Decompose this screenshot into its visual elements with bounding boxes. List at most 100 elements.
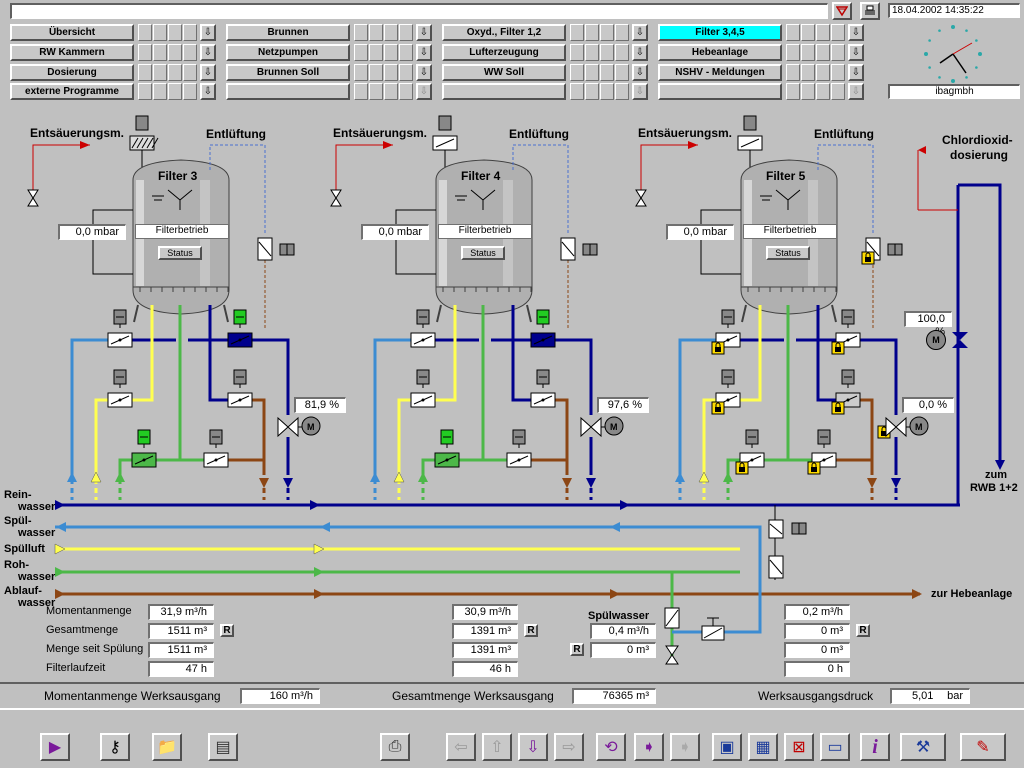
nav-left-icon[interactable]: ⇦ (446, 733, 476, 761)
nav-button-empty-2-3[interactable] (442, 83, 566, 100)
analog-clock-icon (924, 25, 982, 83)
nav-button-rw-kammern[interactable]: RW Kammern (10, 44, 134, 61)
nav-expand-arrow-icon[interactable]: ⇩ (200, 83, 216, 100)
computer-icon[interactable]: ▭ (820, 733, 850, 761)
nav-expand-arrow-icon[interactable]: ⇩ (848, 64, 864, 81)
filter3-reset-button[interactable]: R (220, 624, 234, 637)
nav-expand-arrow-icon[interactable]: ⇩ (848, 83, 864, 100)
filter3-measurement: 1511 m³ (148, 642, 214, 658)
nav-button-dosierung[interactable]: Dosierung (10, 64, 134, 81)
nav-right-icon[interactable]: ⇨ (554, 733, 584, 761)
nav-status-cell (570, 24, 584, 41)
werk-momentan-label: Momentanmenge Werksausgang (44, 689, 221, 703)
nav-expand-arrow-icon[interactable]: ⇩ (416, 64, 432, 81)
spuelwasser-reset-button[interactable]: R (570, 643, 584, 656)
nav-status-cell (615, 64, 629, 81)
clock-tick (928, 66, 931, 69)
nav-status-cell (585, 24, 599, 41)
chlordioxid-valve[interactable] (950, 330, 970, 350)
werk-druck-label: Werksausgangsdruck (758, 689, 874, 703)
nav-button-ww-soll[interactable]: WW Soll (442, 64, 566, 81)
close-window-icon[interactable]: ⊠ (784, 733, 814, 761)
filter4-measurement: 30,9 m³/h (452, 604, 518, 620)
nav-expand-arrow-icon[interactable]: ⇩ (632, 44, 648, 61)
report-icon[interactable]: ▤ (208, 733, 238, 761)
nav-status-cell (600, 83, 614, 100)
info-icon[interactable]: i (860, 733, 890, 761)
filter5-reset-button[interactable]: R (856, 624, 870, 637)
nav-button-filter-3-4-5[interactable]: Filter 3,4,5 (658, 24, 782, 41)
forward-disabled-icon[interactable]: ➧ (670, 733, 700, 761)
filter5-measurement: 0 m³ (784, 623, 850, 639)
nav-status-cell (399, 83, 413, 100)
nav-button-hebeanlage[interactable]: Hebeanlage (658, 44, 782, 61)
nav-expand-arrow-icon[interactable]: ⇩ (632, 24, 648, 41)
spuelwasser-label: Spül-wasser (4, 515, 56, 539)
filter-status-button[interactable]: Status (461, 246, 505, 260)
nav-status-cell (600, 44, 614, 61)
nav-button-empty-3-3[interactable] (658, 83, 782, 100)
nav-status-cell (600, 64, 614, 81)
filter-status-button[interactable]: Status (158, 246, 202, 260)
nav-expand-arrow-icon[interactable]: ⇩ (632, 83, 648, 100)
nav-button-übersicht[interactable]: Übersicht (10, 24, 134, 41)
nav-button-lufterzeugung[interactable]: Lufterzeugung (442, 44, 566, 61)
window-icon[interactable]: ▣ (712, 733, 742, 761)
nav-expand-arrow-icon[interactable]: ⇩ (416, 44, 432, 61)
nav-button-brunnen-soll[interactable]: Brunnen Soll (226, 64, 350, 81)
clock-tick (924, 52, 928, 56)
filter-mode: Filterbetrieb (438, 224, 532, 239)
nav-status-cell (801, 64, 815, 81)
nav-up-icon[interactable]: ⇧ (482, 733, 512, 761)
refresh-icon[interactable]: ⟲ (596, 733, 626, 761)
printer-icon (865, 5, 875, 15)
nav-button-oxyd-filter-1-2[interactable]: Oxyd., Filter 1,2 (442, 24, 566, 41)
tool-icon[interactable]: ⚒ (900, 733, 946, 761)
werk-momentan-value: 160 m³/h (240, 688, 320, 704)
print-button[interactable] (860, 2, 880, 20)
nav-status-cell (570, 44, 584, 61)
clock-tick (938, 29, 941, 32)
forward-icon[interactable]: ➧ (634, 733, 664, 761)
alarm-filter-icon (836, 6, 848, 17)
entsaeuerung-label: Entsäuerungsm. (333, 126, 428, 140)
print-screen-icon[interactable]: ⎙ (380, 733, 410, 761)
nav-expand-arrow-icon[interactable]: ⇩ (416, 24, 432, 41)
nav-button-empty-1-3[interactable] (226, 83, 350, 100)
motor-letter: M (915, 422, 923, 432)
folder-icon[interactable]: 📁 (152, 733, 182, 761)
spuelwasser-title: Spülwasser (588, 610, 650, 622)
nav-status-cell (600, 24, 614, 41)
filter-valve-pct: 0,0 % (902, 397, 954, 413)
nav-expand-arrow-icon[interactable]: ⇩ (200, 64, 216, 81)
nav-expand-arrow-icon[interactable]: ⇩ (848, 24, 864, 41)
screen-icon[interactable]: ▦ (748, 733, 778, 761)
nav-button-netzpumpen[interactable]: Netzpumpen (226, 44, 350, 61)
nav-expand-arrow-icon[interactable]: ⇩ (632, 64, 648, 81)
nav-expand-arrow-icon[interactable]: ⇩ (200, 44, 216, 61)
nav-status-cell (786, 24, 800, 41)
nav-button-nshv-meldungen[interactable]: NSHV - Meldungen (658, 64, 782, 81)
filter-status-button[interactable]: Status (766, 246, 810, 260)
nav-expand-arrow-icon[interactable]: ⇩ (848, 44, 864, 61)
nav-status-cell (399, 44, 413, 61)
signature-icon[interactable]: ✎ (960, 733, 1006, 761)
nav-button-externe-programme[interactable]: externe Programme (10, 83, 134, 100)
play-icon[interactable]: ▶ (40, 733, 70, 761)
ablaufwasser-label: Ablauf-wasser (4, 585, 56, 609)
clock-tick (938, 76, 941, 79)
nav-down-icon[interactable]: ⇩ (518, 733, 548, 761)
nav-expand-arrow-icon[interactable]: ⇩ (416, 83, 432, 100)
key-icon[interactable]: ⚷ (100, 733, 130, 761)
nav-button-brunnen[interactable]: Brunnen (226, 24, 350, 41)
filter4-measurement: 1391 m³ (452, 623, 518, 639)
alarm-filter-button[interactable] (832, 2, 852, 20)
nav-expand-arrow-icon[interactable]: ⇩ (200, 24, 216, 41)
clock-tick (965, 76, 968, 79)
entlueftung-label: Entlüftung (509, 127, 569, 141)
filter4-reset-button[interactable]: R (524, 624, 538, 637)
filter-valve-pct: 81,9 % (294, 397, 346, 413)
chlordioxid-motor[interactable]: M (926, 330, 946, 350)
nav-status-cell (816, 44, 830, 61)
